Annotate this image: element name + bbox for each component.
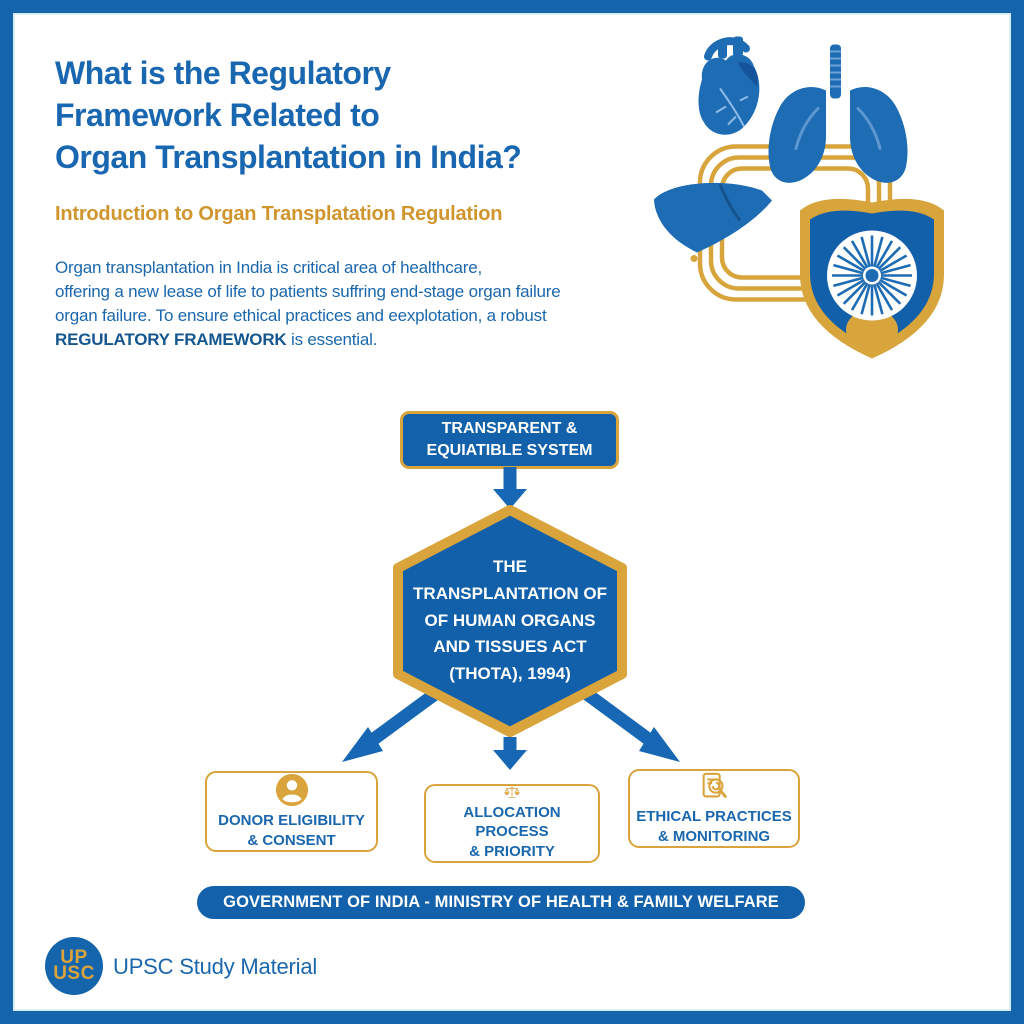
upsc-logo-top-text: UP — [60, 947, 88, 969]
allocation-process-line-1: ALLOCATION PROCESS — [463, 803, 561, 841]
hexagon-line-2: TRANSPLANTATION OF — [413, 583, 607, 603]
donor-eligibility-line-1: DONOR ELIGIBILITY — [218, 812, 365, 829]
arrow-center — [493, 737, 527, 770]
hexagon-line-5: (THOTA), 1994) — [449, 664, 571, 684]
intro-rest-text: is essential. — [286, 330, 378, 350]
title-line-3: Organ Transplantation in India? — [55, 139, 522, 176]
intro-bold-text: REGULATORY FRAMEWORK — [55, 330, 287, 350]
hexagon-line-4: AND TISSUES ACT — [433, 637, 587, 657]
page-title: What is the Regulatory Framework Related… — [55, 52, 675, 179]
hexagon-line-1: THE — [493, 556, 527, 576]
ethical-practices-label: ETHICAL PRACTICES & MONITORING — [636, 807, 792, 846]
brand-text: UPSC Study Material — [113, 954, 318, 979]
donor-eligibility-label: DONOR ELIGIBILITY & CONSENT — [218, 811, 365, 850]
organ-donation-illustration — [654, 36, 944, 359]
intro-paragraph: Organ transplantation in India is critic… — [55, 256, 695, 353]
scales-icon — [504, 786, 520, 798]
hexagon-line-3: OF HUMAN ORGANS — [424, 610, 596, 630]
government-banner: GOVERNMENT OF INDIA - MINISTRY OF HEALTH… — [197, 886, 805, 919]
allocation-process-box: ALLOCATION PROCESS & PRIORITY — [424, 784, 600, 863]
allocation-process-label: ALLOCATION PROCESS & PRIORITY — [426, 803, 598, 862]
heart-icon — [698, 36, 760, 135]
upsc-logo: UP USC — [45, 937, 103, 995]
top-box-line-1: TRANSPARENT & — [441, 420, 578, 438]
intro-line-2: offering a new lease of life to patients… — [55, 282, 561, 302]
flowchart-top-box: TRANSPARENT & EQUIATIBLE SYSTEM — [400, 411, 619, 469]
title-line-1: What is the Regulatory — [55, 55, 391, 91]
allocation-process-line-2: & PRIORITY — [469, 842, 555, 860]
intro-line-3: organ failure. To ensure ethical practic… — [55, 306, 547, 326]
lungs-icon — [768, 44, 908, 183]
upsc-logo-bottom-text: USC — [53, 963, 95, 984]
liver-icon — [654, 182, 772, 262]
document-magnifier-icon — [702, 772, 727, 798]
person-icon — [275, 773, 308, 807]
arrow-top — [493, 467, 527, 509]
chakra-spokes — [832, 235, 912, 316]
intro-line-4: REGULATORY FRAMEWORK is essential. — [55, 328, 695, 352]
ethical-practices-line-1: ETHICAL PRACTICES — [636, 808, 792, 825]
thota-hexagon — [393, 505, 627, 737]
ethical-practices-box: ETHICAL PRACTICES & MONITORING — [628, 769, 800, 848]
ethical-practices-line-2: & MONITORING — [657, 827, 771, 845]
title-line-2: Framework Related to — [55, 97, 380, 134]
intro-line-1: Organ transplantation in India is critic… — [55, 258, 483, 277]
section-subtitle: Introduction to Organ Transplatation Reg… — [55, 203, 503, 225]
shield-chakra-icon — [800, 198, 944, 359]
donor-eligibility-line-2: & CONSENT — [247, 831, 336, 849]
donor-eligibility-box: DONOR ELIGIBILITY & CONSENT — [205, 771, 378, 852]
top-box-line-2: EQUIATIBLE SYSTEM — [426, 442, 593, 459]
thota-hexagon-text: THE TRANSPLANTATION OF OF HUMAN ORGANS A… — [392, 504, 628, 738]
